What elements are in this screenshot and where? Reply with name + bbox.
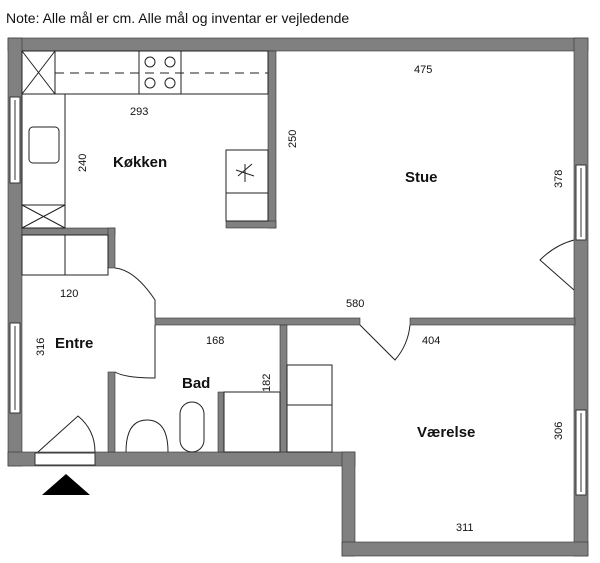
walls <box>7 37 589 557</box>
dim-living-depth: 378 <box>553 170 565 188</box>
dim-kitchen-depth: 240 <box>77 154 89 172</box>
entrance-marker <box>42 474 90 495</box>
dim-living-width: 475 <box>414 64 432 76</box>
dim-bath-width: 168 <box>206 335 224 347</box>
windows <box>9 96 587 496</box>
doors <box>37 239 575 453</box>
dim-bedroom-depth: 306 <box>553 422 565 440</box>
dim-hall-closet: 120 <box>60 288 78 300</box>
room-label-entrance: Entre <box>55 335 93 352</box>
room-label-bedroom: Værelse <box>417 424 475 441</box>
dim-kitchen-width: 293 <box>130 106 148 118</box>
dim-entrance-depth: 316 <box>35 338 47 356</box>
dim-bath-depth: 182 <box>261 374 273 392</box>
bath-fixtures <box>125 364 333 453</box>
hall-closet <box>21 234 109 276</box>
kitchen-fixtures <box>21 50 269 229</box>
room-label-living: Stue <box>405 169 438 186</box>
room-label-kitchen: Køkken <box>113 154 167 171</box>
dim-bedroom-top: 404 <box>422 335 440 347</box>
dim-bedroom-bottom: 311 <box>456 522 474 534</box>
room-label-bath: Bad <box>182 375 210 392</box>
dim-kitchen-side: 250 <box>287 130 299 148</box>
dim-living-wall: 580 <box>346 298 364 310</box>
plan-note: Note: Alle mål er cm. Alle mål og invent… <box>6 10 350 26</box>
